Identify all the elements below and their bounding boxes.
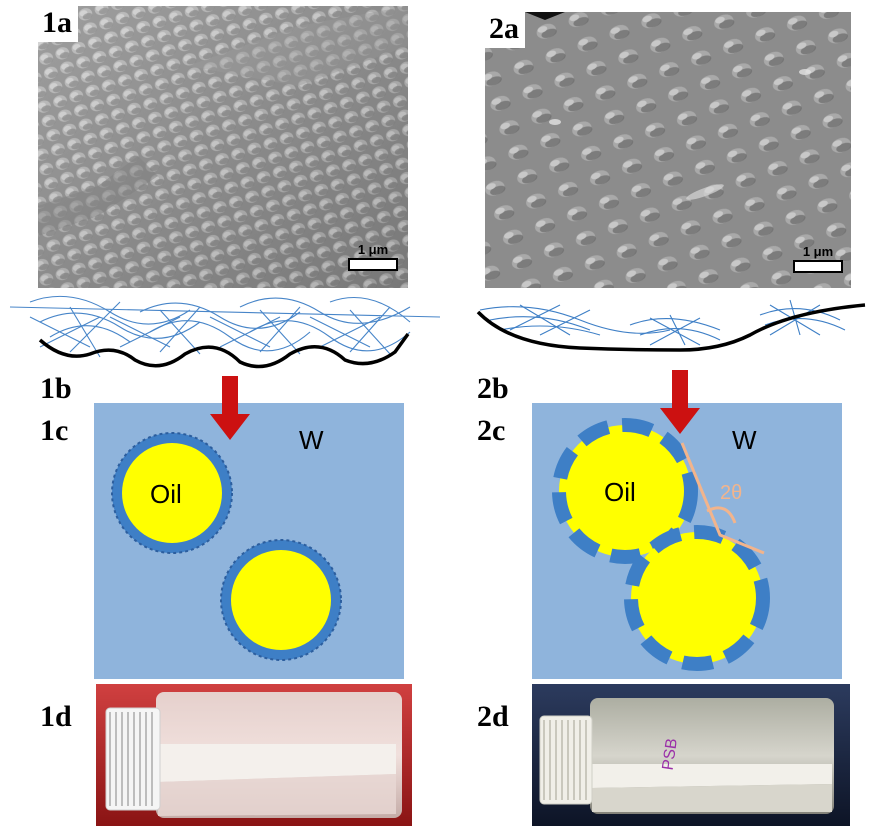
panel-label-1a: 1a (38, 6, 78, 42)
vial-handwriting-2d: PSB (660, 737, 681, 771)
scale-bar-rect-2a (793, 260, 843, 273)
vial-photo-2d: PSB (532, 684, 850, 826)
panel-label-2c: 2c (477, 414, 506, 447)
sem-image-2a: 2a 1 μm (485, 12, 851, 288)
contact-angle-lines (680, 442, 765, 555)
scale-bar-1a: 1 μm (348, 242, 398, 271)
surface-schematic-2b (476, 299, 866, 352)
panel-label-1b: 1b (40, 372, 72, 405)
scale-bar-2a: 1 μm (793, 244, 843, 273)
water-label-1c: W (299, 425, 324, 455)
surface-line-2b (476, 303, 866, 352)
vial-emulsion-1d (158, 744, 396, 782)
oil-label-2c: Oil (604, 477, 636, 507)
scale-bar-label-1a: 1 μm (357, 242, 389, 257)
panel-label-2b: 2b (477, 372, 509, 405)
vial-photo-1d (96, 684, 412, 826)
vial-emulsion-2d (592, 764, 832, 788)
panel-label-1d: 1d (40, 700, 72, 733)
emulsion-schematic-1c: Oil W (94, 403, 404, 679)
water-label-2c: W (732, 425, 757, 455)
panel-label-1c: 1c (40, 414, 69, 447)
oil-label-1c: Oil (150, 479, 182, 509)
panel-label-2a: 2a (485, 12, 525, 48)
fiber-mesh-2b (479, 299, 846, 346)
angle-label-2c: 2θ (720, 482, 742, 504)
panel-label-2d: 2d (477, 700, 509, 733)
surface-line-1b (38, 332, 410, 369)
fiber-mesh-1b (9, 295, 441, 358)
scale-bar-label-2a: 1 μm (802, 244, 834, 259)
surface-schematic-1b (9, 295, 441, 369)
droplet-1c-top (111, 432, 233, 554)
sem-image-1a: 1a 1 μm (38, 6, 408, 288)
sem-texture-1a (38, 6, 408, 288)
droplet-2c-bottom (624, 525, 770, 671)
vial-cap-2d (539, 715, 593, 805)
arrow-down-2 (660, 370, 700, 434)
scale-bar-rect-1a (348, 258, 398, 271)
emulsion-schematic-2c: Oil W 2θ (532, 403, 842, 679)
arrow-down-1 (210, 376, 250, 440)
droplet-1c-bottom (220, 539, 342, 661)
sem-texture-2a (485, 12, 851, 288)
droplet-2c-top (552, 418, 698, 564)
